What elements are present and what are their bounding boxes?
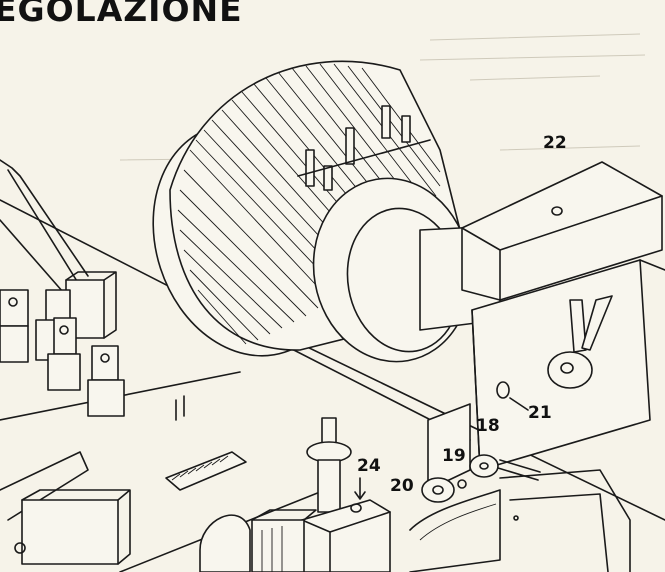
yoke-pin [401,115,411,143]
capacitor-block [87,379,125,417]
adjustment-hole-21 [496,381,510,399]
adjustment-hole-24 [350,503,362,513]
trimmer-18 [469,454,499,478]
lower-left-board [0,451,131,565]
capacitor-block [47,353,81,391]
lower-right-frame [499,469,631,572]
ic-chip [165,451,247,491]
adjustment-hole-22 [551,206,563,216]
trimmer-assembly [409,403,541,572]
callout-20: 20 [390,476,414,496]
transistor [0,325,29,363]
transformer [199,509,317,572]
transistor [91,345,119,381]
left-circuit-board [0,159,185,421]
potentiometer-disc [547,351,593,389]
trimmer-20 [421,477,455,503]
trimmer-19 [457,479,467,489]
transistor [0,289,29,327]
transistor [53,317,77,355]
heatsink-block [21,499,119,565]
control-box [461,161,663,301]
callout-18: 18 [476,416,500,436]
yoke-pin [381,105,391,139]
callout-22: 22 [543,133,567,153]
component-24 [301,417,391,572]
callout-19: 19 [442,446,466,466]
bleed-through-marks [119,33,646,161]
front-panel [471,259,665,471]
heatsink [65,279,105,339]
page-heading: EGOLAZIONE [0,0,243,29]
callout-24: 24 [357,456,381,476]
yoke-pin [305,149,315,187]
yoke-pin [345,127,355,165]
yoke-pin [323,165,333,191]
callout-21: 21 [528,403,552,423]
crt-tube [152,60,501,363]
